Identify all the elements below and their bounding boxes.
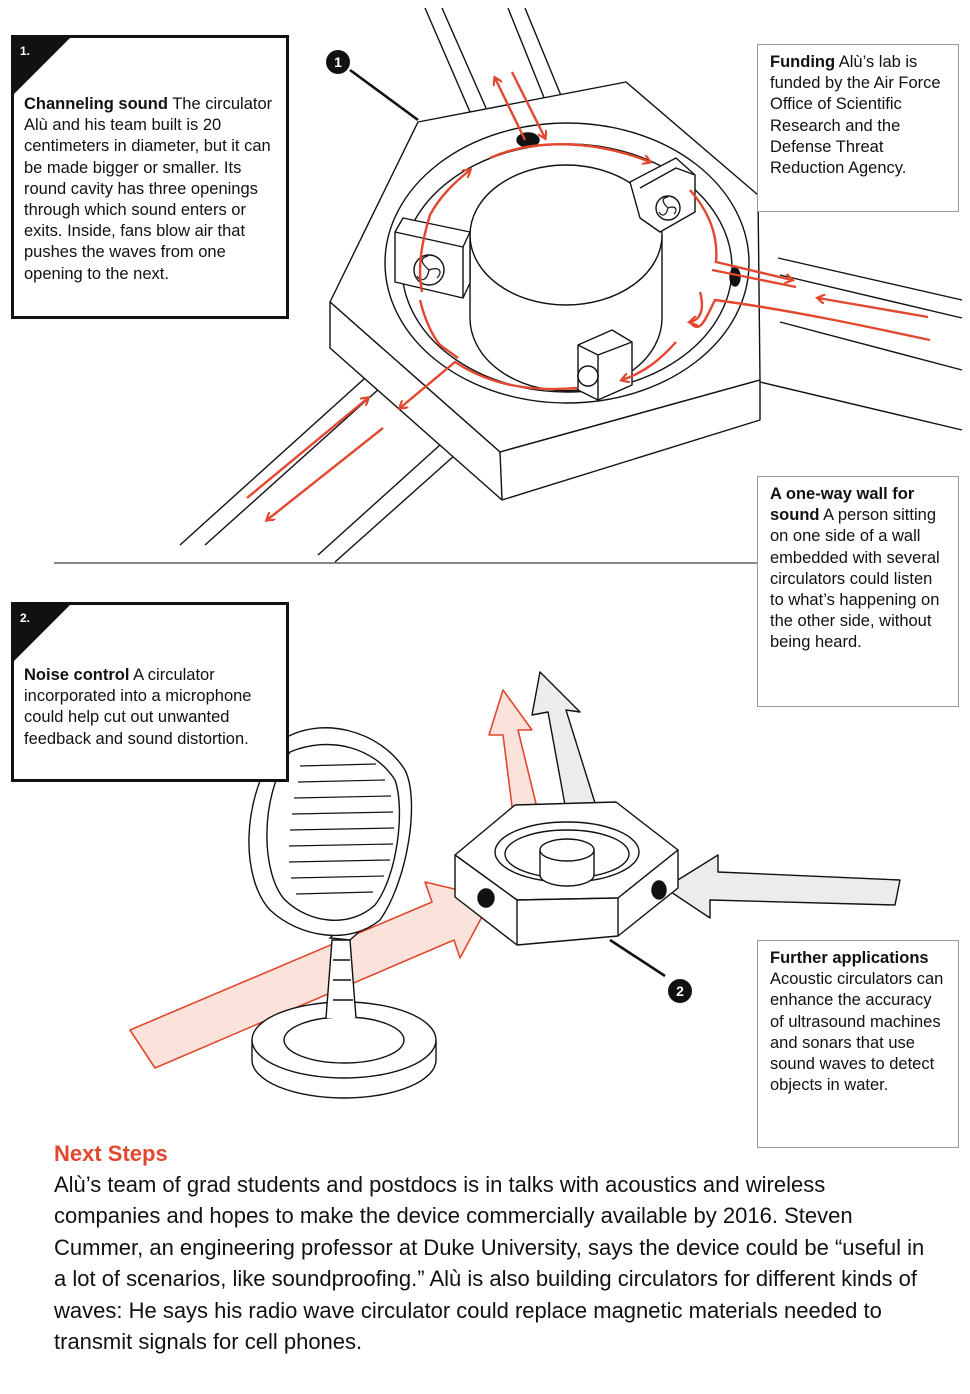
- circulator-diagram-top: [179, 7, 963, 563]
- callout-channeling-sound: 1. Channeling sound The circulator Alù a…: [11, 35, 289, 319]
- fan-housing-bottom: [577, 329, 633, 401]
- pipe-right: [759, 257, 963, 431]
- svg-text:2: 2: [676, 983, 684, 999]
- callout-funding: Funding Alù’s lab is funded by the Air F…: [757, 44, 959, 212]
- fan-icon: [655, 195, 681, 221]
- central-cylinder: [469, 164, 663, 392]
- small-hex-side: [454, 849, 679, 946]
- fan-housing-left: [394, 217, 471, 299]
- callout-title: Noise control: [24, 666, 130, 684]
- callout-body: A circulator incorporated into a microph…: [24, 666, 252, 748]
- next-steps-section: Next Steps Alù’s team of grad students a…: [54, 1139, 934, 1357]
- callout-further-applications: Further applications Acoustic circulator…: [757, 940, 959, 1148]
- callout-one-way-wall: A one-way wall for sound A person sittin…: [757, 476, 959, 707]
- fan-icon: [413, 254, 445, 286]
- sound-flow-arrows-top: [246, 71, 931, 520]
- mic-stand: [325, 939, 357, 1019]
- callout-title: A one-way wall for sound: [770, 485, 915, 525]
- callout-title: Funding: [770, 53, 836, 71]
- small-opening-right: [651, 880, 667, 900]
- callout-body: Alù’s lab is funded by the Air Force Off…: [770, 53, 941, 178]
- callout-body: The circulator Alù and his team built is…: [24, 95, 273, 283]
- opening-right: [729, 267, 741, 287]
- callout-number-badge: 1.: [11, 35, 73, 97]
- gray-arrow-right: [664, 854, 901, 919]
- callout-body: Acoustic circulators can enhance the acc…: [770, 970, 944, 1095]
- pipe-top: [424, 7, 563, 113]
- callout-noise-control: 2. Noise control A circulator incorporat…: [11, 602, 289, 782]
- fan-icon: [577, 365, 599, 387]
- svg-text:1: 1: [334, 54, 342, 70]
- small-opening-left: [477, 888, 495, 908]
- gray-arrow-up: [531, 671, 596, 806]
- callout-title: Channeling sound: [24, 95, 168, 113]
- fan-housing-right: [629, 157, 696, 233]
- next-steps-body: Alù’s team of grad students and postdocs…: [54, 1172, 925, 1355]
- callout-number-badge: 2.: [11, 602, 73, 664]
- next-steps-heading: Next Steps: [54, 1141, 168, 1166]
- callout-body: A person sitting on one side of a wall e…: [770, 506, 940, 652]
- input-sound-arrow: [129, 881, 493, 1069]
- microphone-diagram: 2: [129, 671, 901, 1099]
- callout-title: Further applications: [770, 949, 929, 967]
- marker-2: 2: [609, 938, 692, 1003]
- marker-1: 1: [326, 50, 419, 122]
